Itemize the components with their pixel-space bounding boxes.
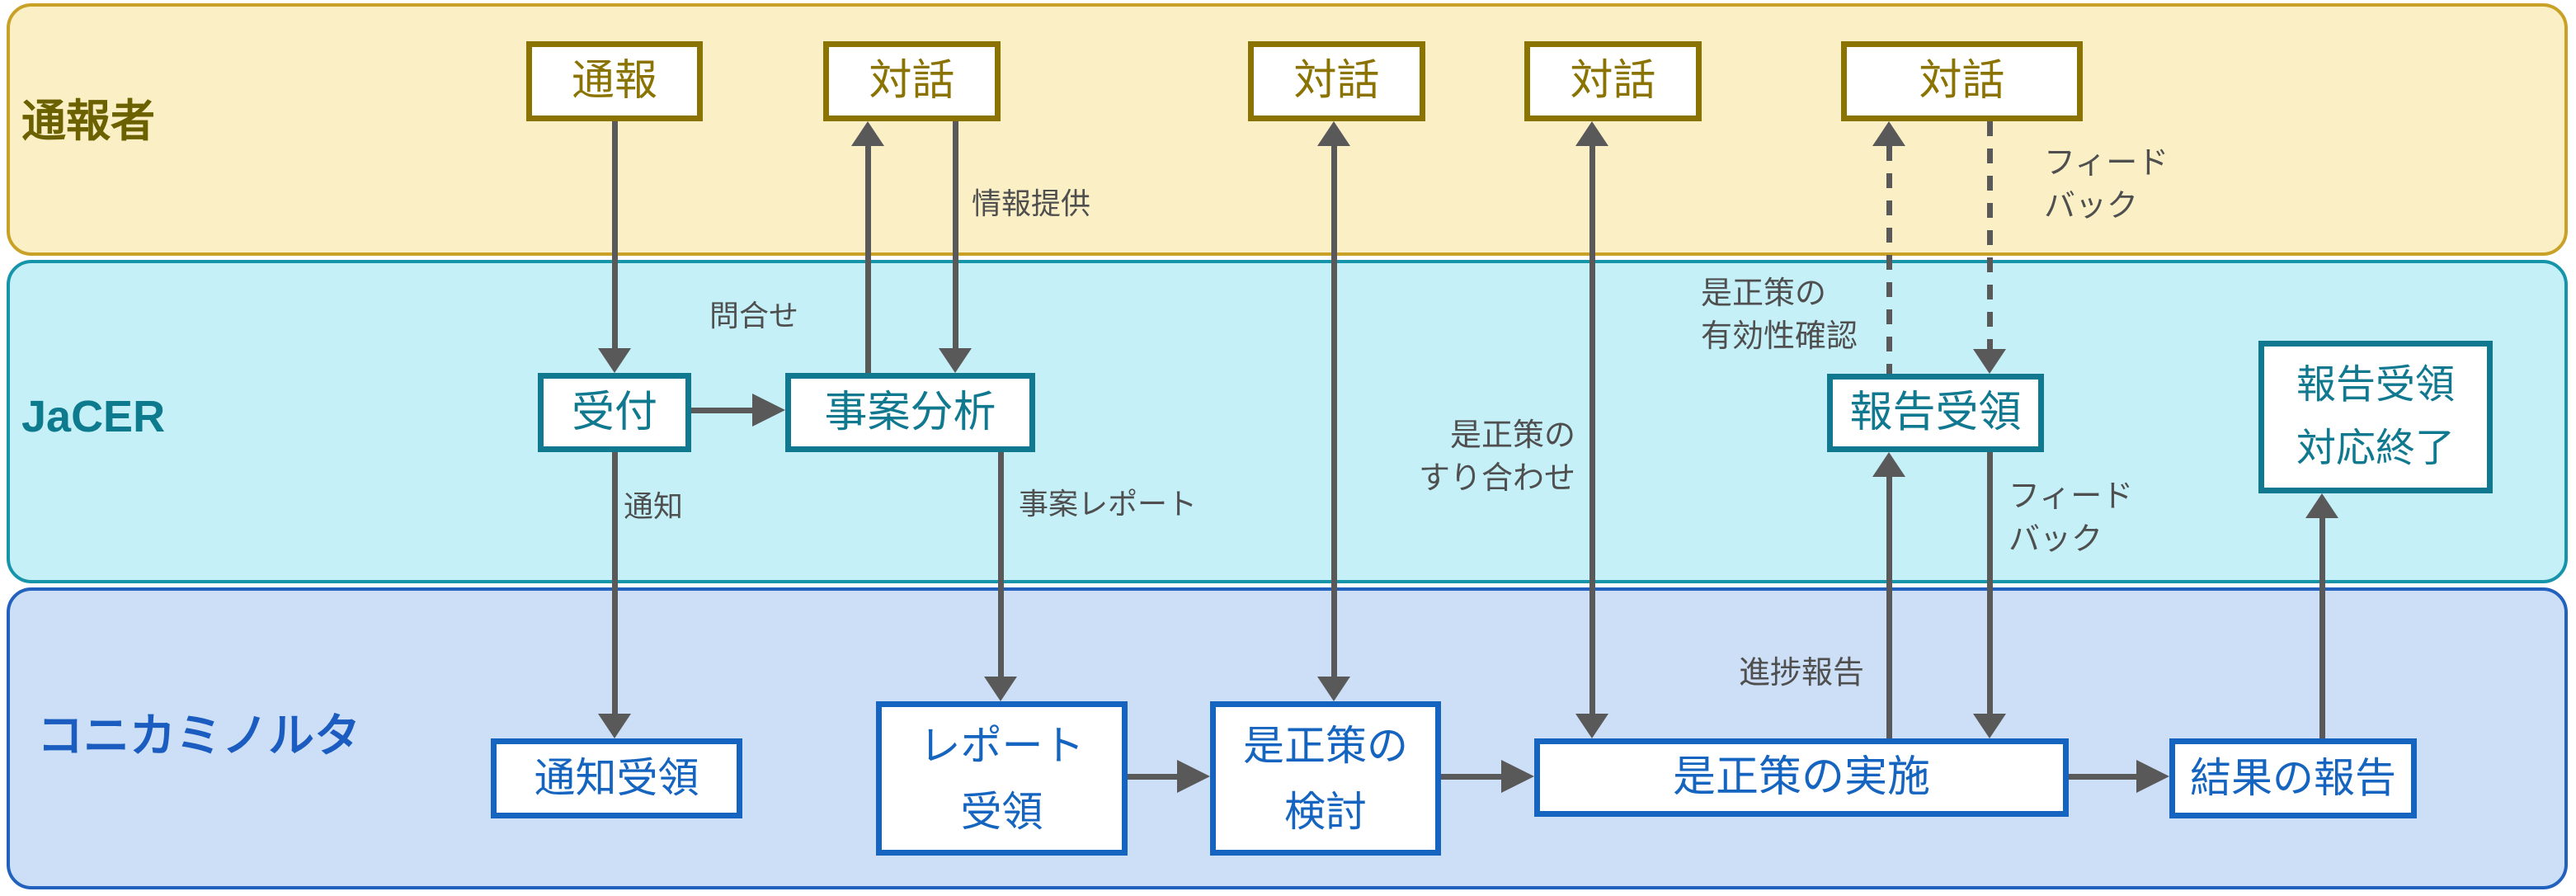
- edge-label-line: バック: [2009, 522, 2103, 558]
- edge-label-line: 有効性確認: [1701, 319, 1858, 355]
- edge-label-feedback-jacer: フィード バック: [2009, 475, 2133, 562]
- node-tsuchi-juryo: 通知受領: [491, 738, 742, 818]
- arrow-jisshi-to-kekka-head: [2136, 760, 2169, 793]
- node-zeseisaku-jisshi: 是正策の実施: [1534, 738, 2069, 817]
- edge-label-feedback-reporter: フィード バック: [2044, 142, 2169, 229]
- arrow-shinchoku-hokoku-head: [1872, 452, 1905, 477]
- arrow-tsuho-to-uketsuke-line: [612, 121, 618, 348]
- arrow-feedback-reporter-line: [1987, 121, 1993, 349]
- lane-label-konicaminolta: コニカミノルタ: [37, 710, 360, 762]
- node-taiwa-4: 対話: [1841, 41, 2083, 121]
- node-line: 報告受領: [2296, 362, 2455, 407]
- arrow-yukosei-kakunin-head: [1872, 121, 1905, 146]
- arrow-suriawase-head-up: [1575, 121, 1608, 146]
- node-taiwa-3: 対話: [1524, 41, 1702, 121]
- node-kekka-hokoku: 結果の報告: [2169, 738, 2417, 818]
- node-line: レポート: [919, 722, 1085, 769]
- arrow-joho-teikyo-line: [953, 121, 958, 348]
- arrow-suriawase-line: [1589, 146, 1595, 714]
- arrow-feedback-reporter-head: [1973, 349, 2006, 374]
- arrow-jian-report-line: [998, 452, 1004, 677]
- arrow-kekka-to-shuryo-line: [2319, 518, 2325, 738]
- arrow-toiawase-line: [865, 146, 871, 373]
- edge-label-line: バック: [2044, 189, 2139, 224]
- node-line: 受領: [960, 788, 1043, 835]
- edge-label-suriawase: 是正策の すり合わせ: [1336, 414, 1575, 501]
- edge-label-toiawase: 問合せ: [709, 299, 799, 332]
- node-hokoku-juryo: 報告受領: [1827, 374, 2044, 452]
- arrow-joho-teikyo-head: [939, 348, 972, 373]
- arrow-kento-to-jisshi-head: [1501, 760, 1534, 793]
- arrow-shinchoku-hokoku-line: [1886, 477, 1892, 738]
- edge-label-line: フィード: [2044, 146, 2169, 181]
- arrow-taiwa2-kento-line: [1331, 146, 1337, 677]
- edge-label-line: 是正策の: [1449, 418, 1575, 453]
- arrow-tsuchi-line: [612, 452, 618, 714]
- node-uketsuke: 受付: [538, 373, 691, 452]
- node-hokoku-juryo-taio-shuryo: 報告受領 対応終了: [2258, 341, 2493, 493]
- edge-label-line: フィード: [2009, 479, 2134, 514]
- arrow-kekka-to-shuryo-head: [2305, 493, 2338, 518]
- lane-label-reporter: 通報者: [21, 97, 155, 146]
- arrow-tsuho-to-uketsuke-head: [598, 348, 631, 373]
- arrow-feedback-jacer-head: [1973, 714, 2006, 738]
- arrow-jisshi-to-kekka-line: [2069, 774, 2136, 780]
- arrow-report-to-kento-head: [1177, 760, 1210, 793]
- node-report-juryo: レポート 受領: [876, 701, 1128, 856]
- node-tsuho: 通報: [526, 41, 703, 121]
- arrow-jian-report-head: [984, 677, 1017, 701]
- arrow-yukosei-kakunin-line: [1886, 146, 1892, 374]
- node-taiwa-1: 対話: [823, 41, 1001, 121]
- arrow-taiwa2-kento-head-up: [1317, 121, 1350, 146]
- edge-label-yukosei-kakunin: 是正策の 有効性確認: [1701, 272, 1858, 359]
- arrow-toiawase-head: [851, 121, 884, 146]
- node-line: 対応終了: [2296, 426, 2455, 470]
- edge-label-joho-teikyo: 情報提供: [972, 186, 1091, 220]
- edge-label-shinchoku-hokoku: 進捗報告: [1738, 656, 1864, 691]
- edge-label-line: 是正策の: [1701, 276, 1827, 311]
- lane-label-jacer: JaCER: [21, 392, 166, 441]
- arrow-kento-to-jisshi-line: [1441, 774, 1501, 780]
- node-taiwa-2: 対話: [1248, 41, 1425, 121]
- lane-jacer: [7, 260, 2568, 583]
- node-jian-bunseki: 事案分析: [785, 373, 1035, 452]
- arrow-tsuchi-head: [598, 714, 631, 738]
- arrow-uketsuke-to-bunseki-line: [691, 408, 752, 413]
- arrow-report-to-kento-line: [1128, 774, 1177, 780]
- node-line: 是正策の: [1243, 722, 1408, 769]
- node-line: 検討: [1284, 788, 1367, 835]
- arrow-suriawase-head-down: [1575, 714, 1608, 738]
- edge-label-line: すり合わせ: [1418, 461, 1575, 497]
- arrow-taiwa2-kento-head-down: [1317, 677, 1350, 701]
- edge-label-jian-report: 事案レポート: [1019, 487, 1198, 521]
- arrow-feedback-jacer-line: [1987, 452, 1993, 714]
- arrow-uketsuke-to-bunseki-head: [752, 394, 785, 427]
- edge-label-tsuchi: 通知: [624, 489, 684, 523]
- node-zeseisaku-kento: 是正策の 検討: [1210, 701, 1441, 856]
